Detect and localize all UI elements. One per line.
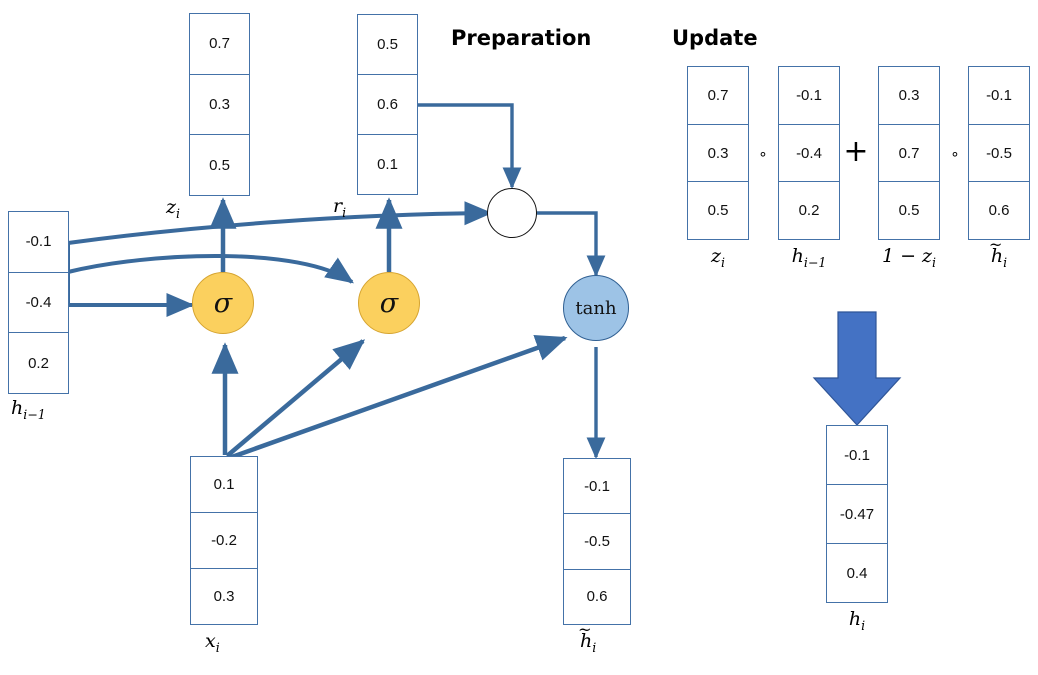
label-subscript: i−1 (803, 254, 827, 270)
operator-plus: + (843, 134, 869, 169)
label-base-with-tilde: ~h (578, 620, 593, 652)
label-subscript: i (215, 639, 220, 655)
vector-cell: 0.1 (377, 156, 398, 173)
vector-cell: 0.3 (879, 67, 939, 125)
vector-cell: -0.1 (564, 459, 630, 515)
vector-cell: -0.1 (827, 426, 887, 485)
vector-cell: 0.5 (898, 202, 920, 220)
vector-cell: 0.3 (688, 125, 748, 183)
label-subscript: i−1 (23, 406, 46, 422)
vector-cell: -0.1 (779, 67, 839, 125)
update-vector-label-z: zi (687, 245, 749, 270)
vector-cell: 0.4 (846, 564, 868, 582)
update-vector-label-h-candidate: ~hi (968, 235, 1030, 270)
vector-cell: 0.1 (191, 457, 257, 513)
label-base-with-tilde: ~h (989, 235, 1004, 267)
label-base: h (791, 245, 804, 267)
update-vector-label-result: hi (826, 608, 888, 633)
label-base: x (205, 630, 216, 652)
tanh-node[interactable]: tanh (563, 275, 629, 341)
vector-cell: -0.2 (191, 513, 257, 569)
label-base: z (166, 196, 177, 218)
label-base: h (580, 630, 593, 652)
vector-cell: 0.5 (209, 156, 230, 174)
update-vector-z: 0.7 0.3 0.5 (687, 66, 749, 240)
vector-cell: 0.5 (707, 202, 729, 220)
vector-cell: -0.4 (779, 125, 839, 183)
label-subscript: i (721, 254, 726, 270)
vector-label-z: zi (166, 196, 180, 221)
vector-cell: 0.6 (358, 75, 417, 135)
vector-cell: -0.1 (9, 212, 68, 273)
label-subscript: i (861, 617, 866, 633)
label-base: h (848, 608, 862, 630)
label-subscript: i (932, 254, 937, 270)
vector-cell: 0.6 (586, 588, 608, 606)
vector-cell: -0.5 (969, 125, 1029, 183)
update-vector-label-h-prev: hi−1 (778, 245, 840, 270)
label-subscript: i (176, 205, 181, 221)
vector-cell: 0.2 (28, 354, 49, 372)
vector-h-prev: -0.1 -0.4 0.2 (8, 211, 69, 394)
label-base: h (11, 397, 24, 419)
vector-r: 0.5 0.6 0.1 (357, 14, 418, 195)
tilde-accent: ~ (988, 235, 1003, 254)
vector-cell: 0.7 (879, 125, 939, 183)
label-subscript: i (592, 639, 597, 655)
vector-cell: 0.7 (190, 14, 249, 75)
sigma-gate-z[interactable]: σ (192, 272, 254, 334)
label-base: 1 − z (881, 245, 933, 267)
vector-cell: 0.5 (358, 15, 417, 75)
label-subscript: i (342, 204, 347, 220)
vector-h-candidate: -0.1 -0.5 0.6 (563, 458, 631, 625)
vector-cell: 0.7 (688, 67, 748, 125)
vector-cell: -0.47 (827, 485, 887, 544)
result-block-arrow (812, 311, 902, 426)
update-vector-h-candidate: -0.1 -0.5 0.6 (968, 66, 1030, 240)
vector-label-h-candidate: ~hi (578, 620, 597, 655)
vector-z: 0.7 0.3 0.5 (189, 13, 250, 196)
operator-hadamard-2: ∘ (950, 145, 960, 163)
update-vector-label-one-minus-z: 1 − zi (868, 245, 950, 270)
vector-cell: -0.1 (969, 67, 1029, 125)
operator-hadamard-1: ∘ (758, 145, 768, 163)
vector-label-h-prev: hi−1 (11, 397, 46, 422)
vector-x: 0.1 -0.2 0.3 (190, 456, 258, 625)
label-subscript: i (1003, 254, 1008, 270)
vector-cell: -0.5 (564, 514, 630, 570)
vector-label-x: xi (205, 630, 220, 655)
label-base: h (990, 245, 1004, 267)
vector-cell: 0.3 (213, 588, 235, 605)
update-vector-result: -0.1 -0.47 0.4 (826, 425, 888, 603)
vector-cell: -0.4 (9, 273, 68, 334)
vector-cell: 0.2 (798, 202, 820, 220)
update-vector-h-prev: -0.1 -0.4 0.2 (778, 66, 840, 240)
heading-preparation: Preparation (451, 26, 592, 50)
sigma-gate-r[interactable]: σ (358, 272, 420, 334)
vector-cell: 0.3 (190, 75, 249, 136)
heading-update: Update (672, 26, 758, 50)
hadamard-product-node[interactable] (487, 188, 537, 238)
label-base: z (710, 245, 721, 267)
vector-cell: 0.6 (988, 202, 1010, 220)
label-base: r (333, 195, 343, 217)
vector-label-r: ri (333, 195, 346, 220)
tilde-accent: ~ (578, 620, 592, 639)
update-vector-one-minus-z: 0.3 0.7 0.5 (878, 66, 940, 240)
